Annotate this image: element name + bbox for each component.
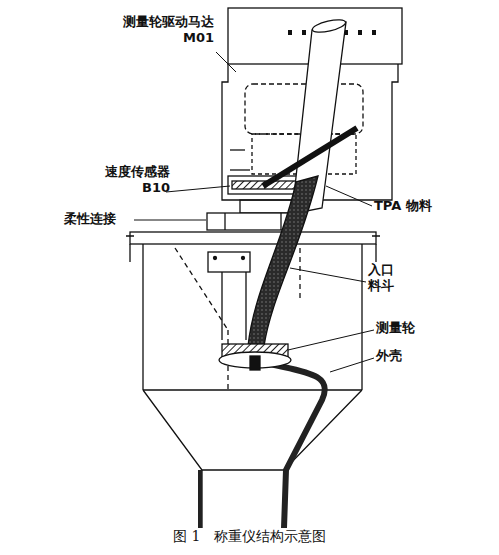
outlet-cone (143, 390, 362, 528)
part-label: 测量轮驱动马达 M01 (96, 14, 214, 47)
housing-lid (130, 232, 376, 244)
part-label: TPA 物料 (374, 198, 464, 214)
part-label: 测量轮 (376, 320, 436, 336)
part-label: 柔性连接 (64, 211, 134, 227)
part-label: 速度传感器 B10 (86, 164, 170, 197)
material-outflow (262, 362, 325, 528)
tpa-material-stream (248, 176, 318, 346)
pipe-flange (263, 128, 357, 186)
hopper-bracket (208, 252, 250, 272)
lid-clamps (126, 236, 380, 262)
figure-caption: 图 1 称重仪结构示意图 (0, 528, 499, 546)
part-label: 入口 料斗 (368, 262, 396, 295)
part-label: 外壳 (376, 348, 426, 364)
leader-lines (134, 52, 374, 372)
inlet-duct (222, 272, 246, 340)
